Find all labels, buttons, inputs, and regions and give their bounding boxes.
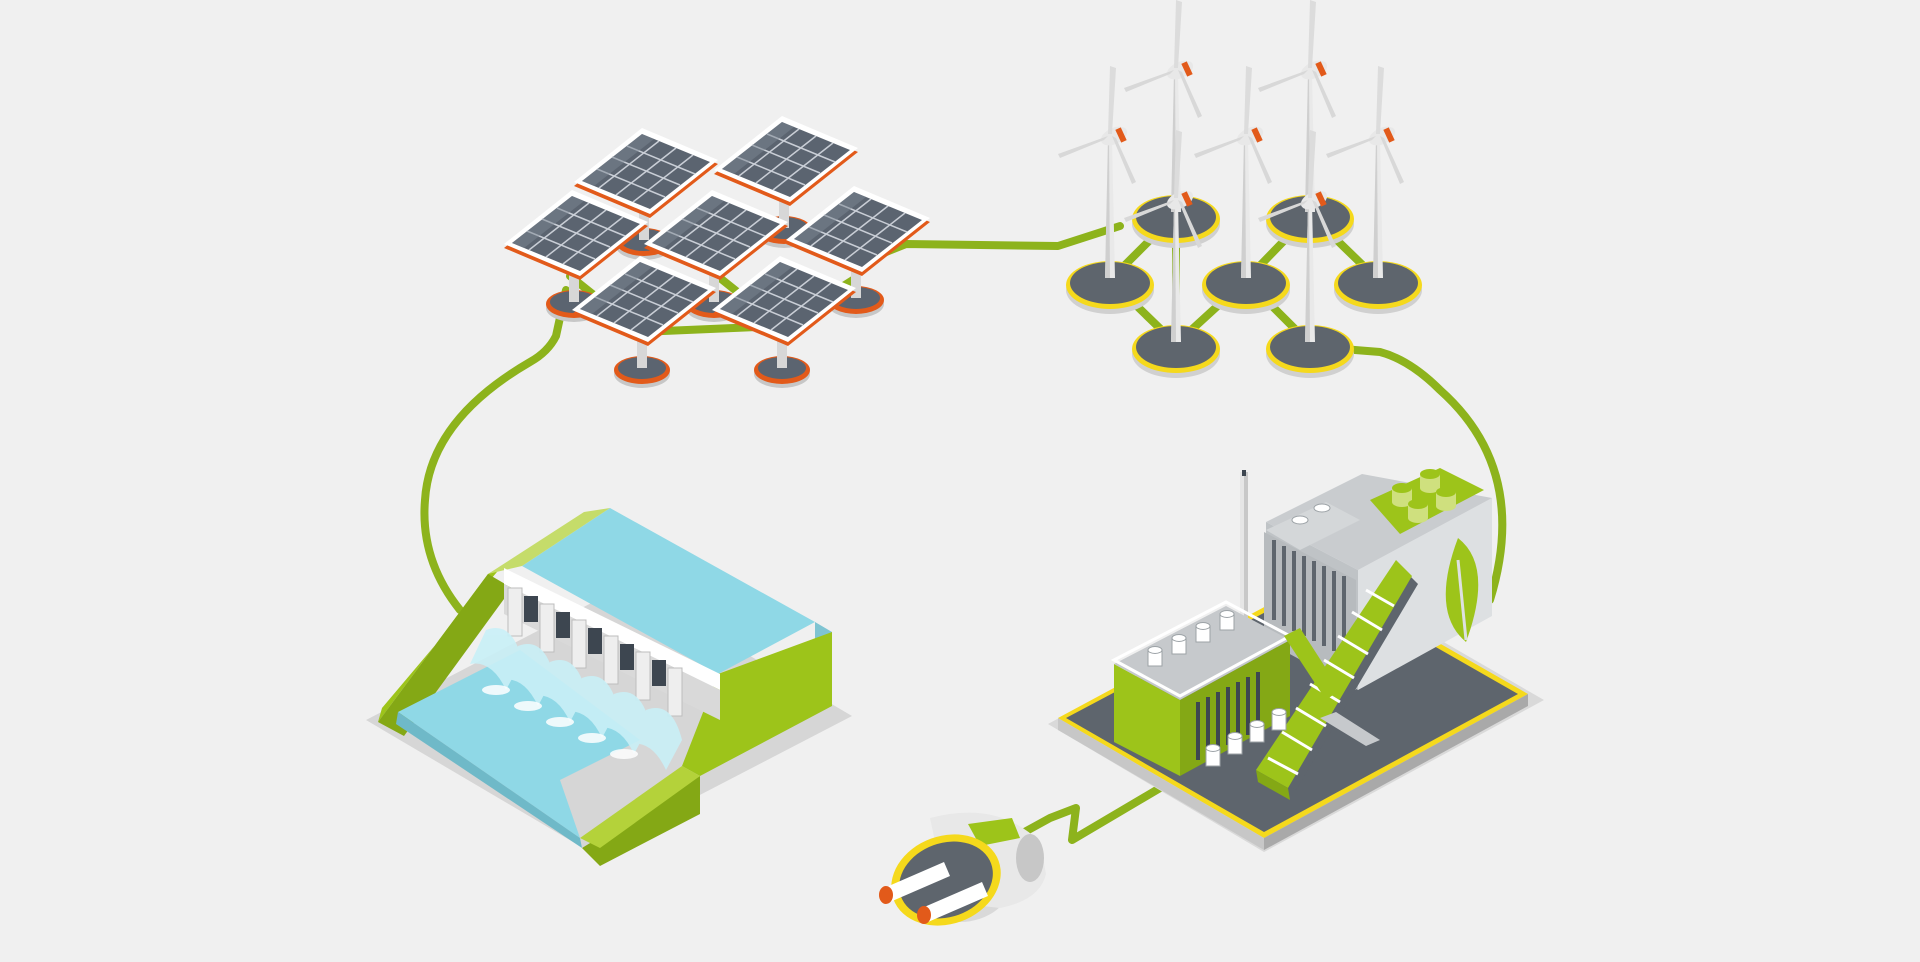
cable-wind-to-factory <box>1301 342 1507 604</box>
cable-solar-to-dam <box>420 286 570 614</box>
factory-conveyor <box>1256 560 1418 800</box>
green-factory <box>1048 468 1544 852</box>
hydro-dam <box>366 508 852 866</box>
cable-wind-grid <box>1106 210 1382 348</box>
factory-hall <box>1110 600 1294 776</box>
reservoir-water-icon <box>522 508 815 674</box>
plug-pins <box>879 862 988 924</box>
dam-gates <box>470 587 683 770</box>
cable-factory-to-plug <box>1006 784 1164 844</box>
factory-chimney <box>1240 470 1248 622</box>
leaf-icon <box>1445 538 1479 642</box>
power-plug <box>879 812 1046 926</box>
